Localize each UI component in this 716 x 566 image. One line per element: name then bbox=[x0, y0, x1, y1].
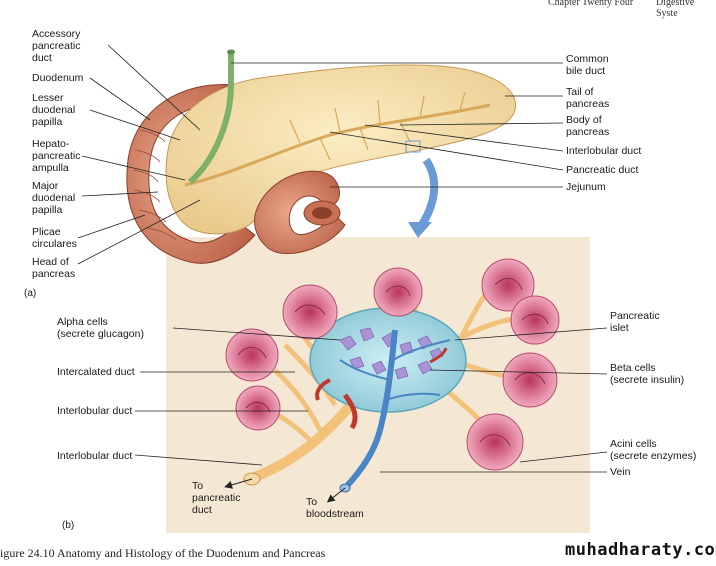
common-bile-duct-tube bbox=[187, 50, 234, 185]
figure-caption: igure 24.10 Anatomy and Histology of the… bbox=[0, 546, 326, 560]
panel-a-tag: (a) bbox=[24, 288, 37, 299]
label-beta-cells: Beta cells(secrete insulin) bbox=[610, 362, 685, 386]
label-alpha-cells: Alpha cells(secrete glucagon) bbox=[57, 316, 144, 340]
panel-b-tag: (b) bbox=[62, 520, 75, 531]
label-pancreatic-duct: Pancreatic duct bbox=[566, 164, 639, 176]
jejunum-shape bbox=[254, 170, 346, 255]
plicae-circulares-lines bbox=[132, 129, 177, 241]
label-intercalated-duct: Intercalated duct bbox=[57, 366, 135, 378]
main-duct-tube bbox=[250, 396, 359, 483]
to-pancreatic-duct-arrow bbox=[224, 478, 253, 489]
label-interlobular-duct-b1: Interlobular duct bbox=[57, 405, 133, 417]
label-interlobular-duct-b2: Interlobular duct bbox=[57, 450, 133, 462]
pancreatic-duct-line bbox=[184, 103, 491, 187]
duodenum-shape bbox=[126, 83, 256, 264]
magnify-arrow bbox=[416, 157, 439, 231]
interlobular-duct-lines bbox=[289, 91, 466, 161]
label-vein: Vein bbox=[610, 466, 631, 478]
chapter-header: Chapter Twenty Four bbox=[548, 0, 634, 8]
pancreas-shape bbox=[165, 64, 517, 235]
artery-tube bbox=[343, 393, 358, 430]
label-interlobular-duct-a: Interlobular duct bbox=[566, 145, 642, 157]
watermark-text: muhadharaty.com bbox=[565, 540, 716, 560]
label-jejunum: Jejunum bbox=[566, 181, 606, 193]
acini-clusters bbox=[225, 258, 560, 471]
label-duodenum: Duodenum bbox=[32, 72, 84, 84]
section-header: Digestive Syste bbox=[656, 0, 695, 19]
label-acini-cells: Acini cells(secrete enzymes) bbox=[610, 438, 697, 462]
to-bloodstream-arrow bbox=[326, 487, 346, 503]
leader-lines bbox=[77, 44, 608, 473]
vein-tube bbox=[342, 329, 398, 491]
